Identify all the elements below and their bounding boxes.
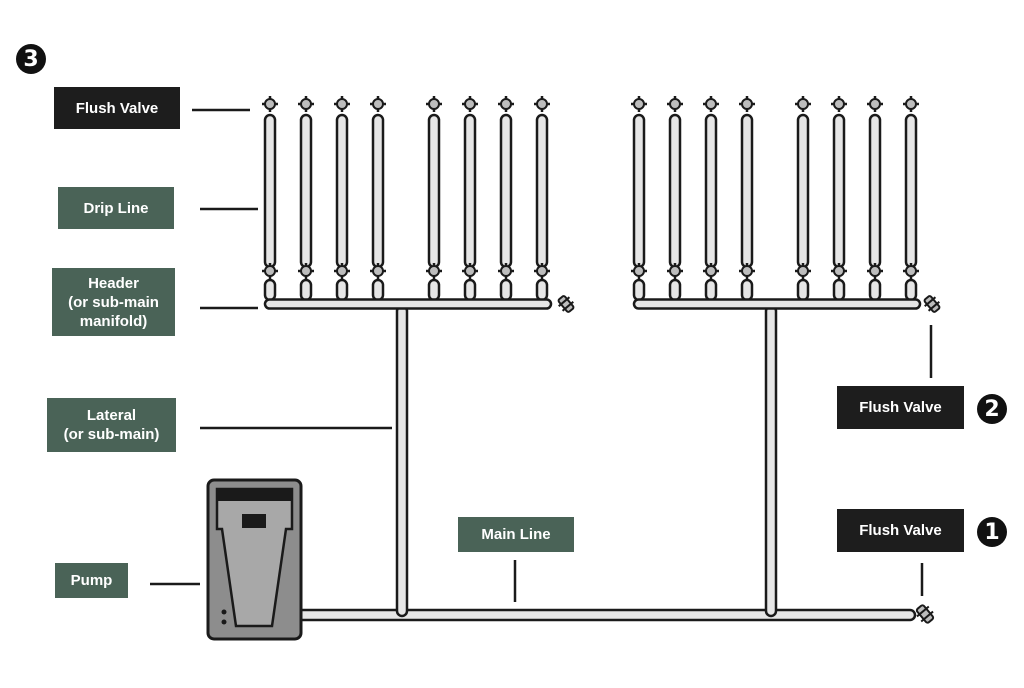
drip-line-pipe (263, 113, 277, 269)
drip-line-pipe (868, 113, 882, 269)
emitter-fitting (705, 98, 717, 110)
pump-display (242, 514, 266, 528)
emitter-fitting (336, 265, 348, 277)
drip-line-pipe (371, 113, 385, 269)
emitter-fitting (833, 98, 845, 110)
emitter-fitting (464, 98, 476, 110)
emitter-fitting (428, 265, 440, 277)
emitter-fitting (797, 98, 809, 110)
emitter-fitting (669, 98, 681, 110)
drip-line-pipe (427, 113, 441, 269)
main-line-label: Main Line (458, 517, 574, 552)
emitter-fitting (300, 265, 312, 277)
emitter-fitting (833, 265, 845, 277)
emitter-fitting (536, 98, 548, 110)
drip-line-pipe (904, 113, 918, 269)
leader-lines (150, 108, 933, 602)
drip-line-pipe (740, 113, 754, 269)
drip-line-pipe (796, 113, 810, 269)
drip-line-riser (499, 278, 513, 302)
drip-line-riser (796, 278, 810, 302)
pipe-network (262, 96, 941, 624)
flush-valve-label-2: Flush Valve (837, 386, 964, 429)
header-label: Header (or sub-main manifold) (52, 268, 175, 336)
emitter-fitting (669, 265, 681, 277)
step-badge-one: 1 (977, 517, 1007, 547)
drip-line-riser (868, 278, 882, 302)
end-flush-valve (923, 295, 941, 313)
drip-line-pipe (535, 113, 549, 269)
drip-line-riser (263, 278, 277, 302)
emitter-fitting (372, 98, 384, 110)
drip-line-riser (335, 278, 349, 302)
pump-indicator-light (221, 619, 227, 625)
drip-line-riser (427, 278, 441, 302)
flush-valve-label-top: Flush Valve (54, 87, 180, 129)
drip-line-riser (704, 278, 718, 302)
emitter-fitting (536, 265, 548, 277)
drip-line-riser (535, 278, 549, 302)
lateral-pipe (395, 304, 409, 618)
emitter-fitting (428, 98, 440, 110)
end-flush-valve (915, 604, 935, 624)
emitter-fitting (633, 98, 645, 110)
emitter-fitting (633, 265, 645, 277)
drip-line-riser (832, 278, 846, 302)
emitter-fitting (869, 265, 881, 277)
emitter-fitting (741, 98, 753, 110)
emitter-fitting (869, 98, 881, 110)
drip-line-riser (904, 278, 918, 302)
pump-label: Pump (55, 563, 128, 598)
pump-unit (206, 478, 303, 641)
drip-line-pipe (299, 113, 313, 269)
drip-line-riser (299, 278, 313, 302)
drip-line-riser (740, 278, 754, 302)
drip-line-riser (668, 278, 682, 302)
drip-line-pipe (335, 113, 349, 269)
lateral-label: Lateral (or sub-main) (47, 398, 176, 452)
emitter-fitting (300, 98, 312, 110)
emitter-fitting (500, 265, 512, 277)
drip-line-pipe (499, 113, 513, 269)
drip-line-riser (632, 278, 646, 302)
emitter-fitting (464, 265, 476, 277)
pump-panel (215, 487, 294, 628)
pump-indicator-light (221, 609, 227, 615)
emitter-fitting (905, 265, 917, 277)
drip-line-pipe (463, 113, 477, 269)
lateral-pipe (764, 304, 778, 618)
end-flush-valve (557, 295, 575, 313)
flush-valve-label-1: Flush Valve (837, 509, 964, 552)
emitter-fitting (264, 98, 276, 110)
emitter-fitting (500, 98, 512, 110)
emitter-fitting (905, 98, 917, 110)
emitter-fitting (372, 265, 384, 277)
emitter-fitting (336, 98, 348, 110)
drip-line-riser (463, 278, 477, 302)
drip-line-label: Drip Line (58, 187, 174, 229)
drip-line-riser (371, 278, 385, 302)
header-pipe (263, 298, 553, 310)
step-badge-three: 3 (16, 44, 46, 74)
emitter-fitting (705, 265, 717, 277)
pump-top-bar (217, 489, 292, 501)
drip-line-pipe (632, 113, 646, 269)
step-badge-two: 2 (977, 394, 1007, 424)
drip-line-pipe (668, 113, 682, 269)
drip-line-pipe (704, 113, 718, 269)
emitter-fitting (264, 265, 276, 277)
header-pipe (632, 298, 922, 310)
emitter-fitting (741, 265, 753, 277)
emitter-fitting (797, 265, 809, 277)
drip-line-pipe (832, 113, 846, 269)
main-line-pipe (294, 608, 917, 622)
